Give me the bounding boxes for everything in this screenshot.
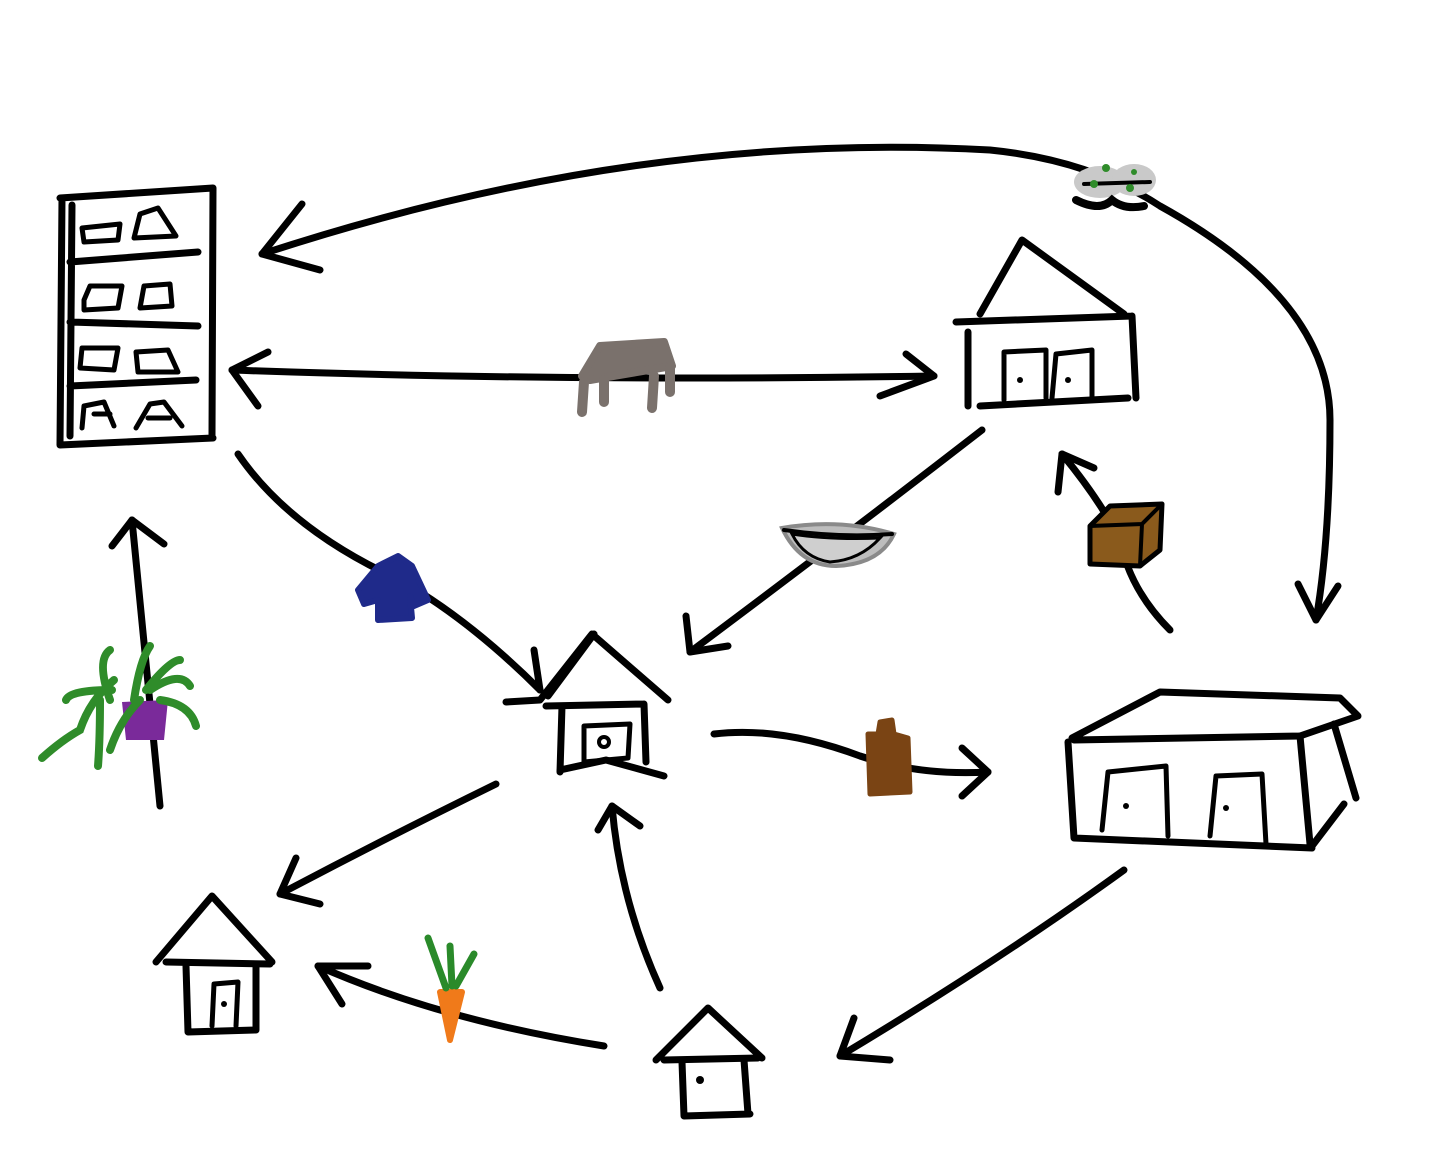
house-center-icon	[502, 630, 672, 780]
edge-warehouse-to-house-bottom-center	[836, 866, 1128, 1064]
warehouse-icon	[1064, 688, 1362, 852]
apartment-building-icon	[56, 184, 217, 449]
edge-apartment-to-house-top-right	[228, 348, 938, 410]
box-icon	[1087, 501, 1165, 569]
house-bottom-center-icon	[652, 1004, 766, 1120]
plant-icon	[38, 642, 200, 770]
house-top-right-icon	[952, 236, 1140, 410]
bag-icon	[865, 717, 913, 797]
carrot-icon	[424, 934, 478, 1043]
edge-house-center-to-warehouse	[710, 728, 992, 800]
shirt-icon	[355, 553, 431, 623]
edge-house-center-to-house-bottom-left	[276, 780, 500, 908]
house-bottom-left-icon	[152, 892, 276, 1036]
edge-house-bottom-center-to-house-center	[594, 802, 664, 992]
sunglasses-icon	[1072, 164, 1156, 212]
table-icon	[577, 338, 676, 417]
bowl-icon	[779, 522, 897, 569]
